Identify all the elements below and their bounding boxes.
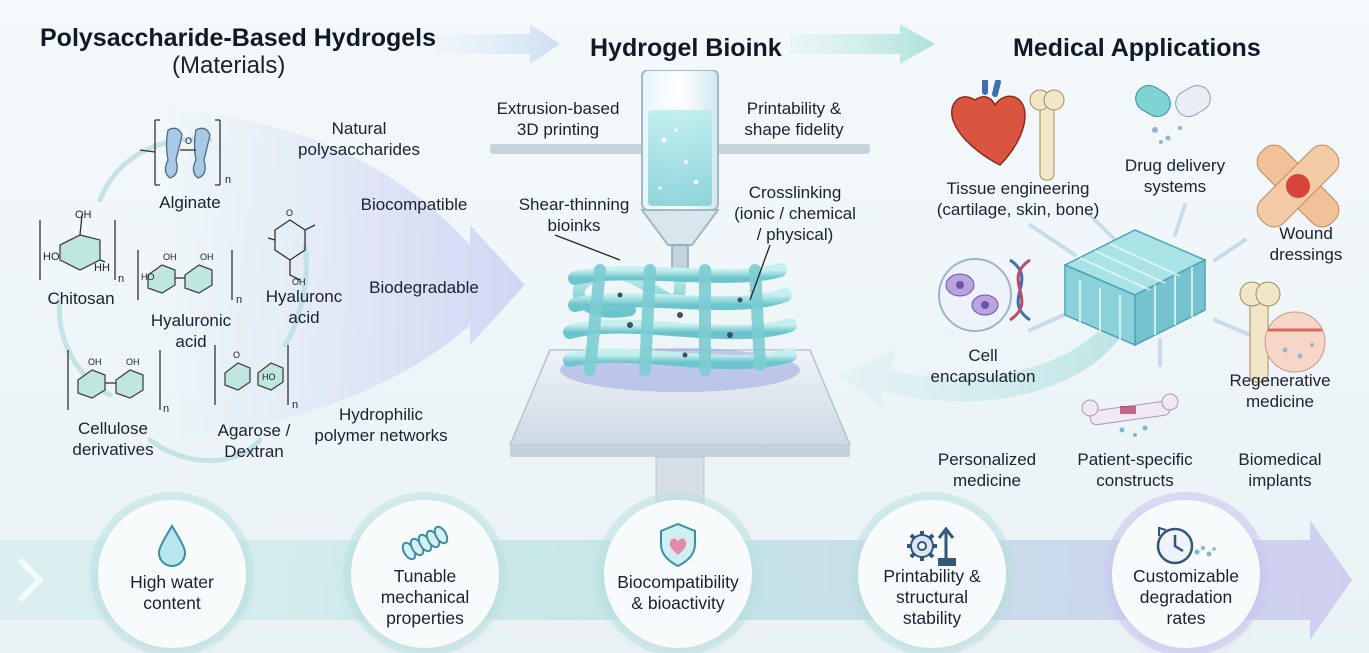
svg-text:O: O xyxy=(233,350,240,360)
svg-text:OH: OH xyxy=(200,252,214,262)
svg-text:HO: HO xyxy=(141,272,155,282)
bone-skin-icon xyxy=(1239,281,1326,383)
svg-text:OH: OH xyxy=(163,252,177,262)
material-alginate: Alginate xyxy=(159,193,221,212)
feature-biocompatibility: Biocompatibility& bioactivity xyxy=(604,500,752,648)
app-tissue-engineering: Tissue engineering(cartilage, skin, bone… xyxy=(936,179,1100,219)
bioink-title: Hydrogel Bioink xyxy=(590,34,782,62)
svg-text:O: O xyxy=(286,208,293,218)
svg-text:HO: HO xyxy=(262,372,276,382)
svg-text:n: n xyxy=(236,294,242,306)
hyaluronc-acid-structure-icon xyxy=(267,219,316,281)
property-biocompatible: Biocompatible xyxy=(360,195,468,214)
implant-bone-icon xyxy=(1081,393,1179,437)
materials-subtitle: (Materials) xyxy=(172,52,286,79)
svg-text:n: n xyxy=(163,403,169,415)
cellulose-structure-icon xyxy=(67,350,161,410)
shield-heart-icon xyxy=(658,520,698,570)
materials-title: Polysaccharide-Based Hydrogels xyxy=(40,24,436,52)
dna-icon xyxy=(1009,258,1031,322)
capsule-icon xyxy=(1135,85,1211,144)
clock-icon xyxy=(1153,520,1219,570)
svg-text:n: n xyxy=(118,273,124,285)
scaffold-cube-icon xyxy=(1063,229,1207,347)
cell-icon xyxy=(938,258,1012,332)
chitosan-structure-icon xyxy=(39,214,116,280)
header-arrow-2 xyxy=(790,24,935,64)
heart-icon xyxy=(951,80,1026,166)
svg-text:O: O xyxy=(185,136,192,146)
bioink-crosslinking-label: Crosslinking(ionic / chemical/ physical) xyxy=(734,183,856,244)
chemical-structures: O OH HO HH OH OH HO O OH OH OH O HO n n … xyxy=(39,119,316,415)
water-drop-icon xyxy=(155,520,189,570)
svg-text:OH: OH xyxy=(292,277,306,287)
svg-text:OH: OH xyxy=(88,357,102,367)
property-biodegradable: Biodegradable xyxy=(369,278,479,297)
bone-icon xyxy=(1029,89,1065,181)
header-arrow-1 xyxy=(435,24,560,64)
applications-back-arrow xyxy=(840,310,1130,410)
bandage-icon xyxy=(1256,144,1340,228)
svg-text:n: n xyxy=(225,174,231,186)
hyaluronic-acid-structure-icon xyxy=(137,250,233,300)
svg-text:OH: OH xyxy=(126,357,140,367)
spring-icon xyxy=(395,520,455,570)
agarose-structure-icon xyxy=(214,345,289,405)
alginate-structure-icon xyxy=(139,119,221,186)
svg-text:OH: OH xyxy=(75,209,92,221)
svg-text:HH: HH xyxy=(94,262,110,274)
applications-illustrations xyxy=(938,80,1340,437)
bioink-printability-label: Printability &shape fidelity xyxy=(744,99,844,139)
material-agarose-dextran: Agarose /Dextran xyxy=(217,421,291,461)
material-chitosan: Chitosan xyxy=(47,289,115,308)
gear-arrow-icon xyxy=(902,520,962,570)
applications-title: Medical Applications xyxy=(1013,34,1261,62)
svg-text:n: n xyxy=(292,399,298,411)
bioprinter-illustration xyxy=(490,70,870,538)
materials-fan-arrow xyxy=(170,110,525,440)
svg-text:HO: HO xyxy=(43,251,60,263)
